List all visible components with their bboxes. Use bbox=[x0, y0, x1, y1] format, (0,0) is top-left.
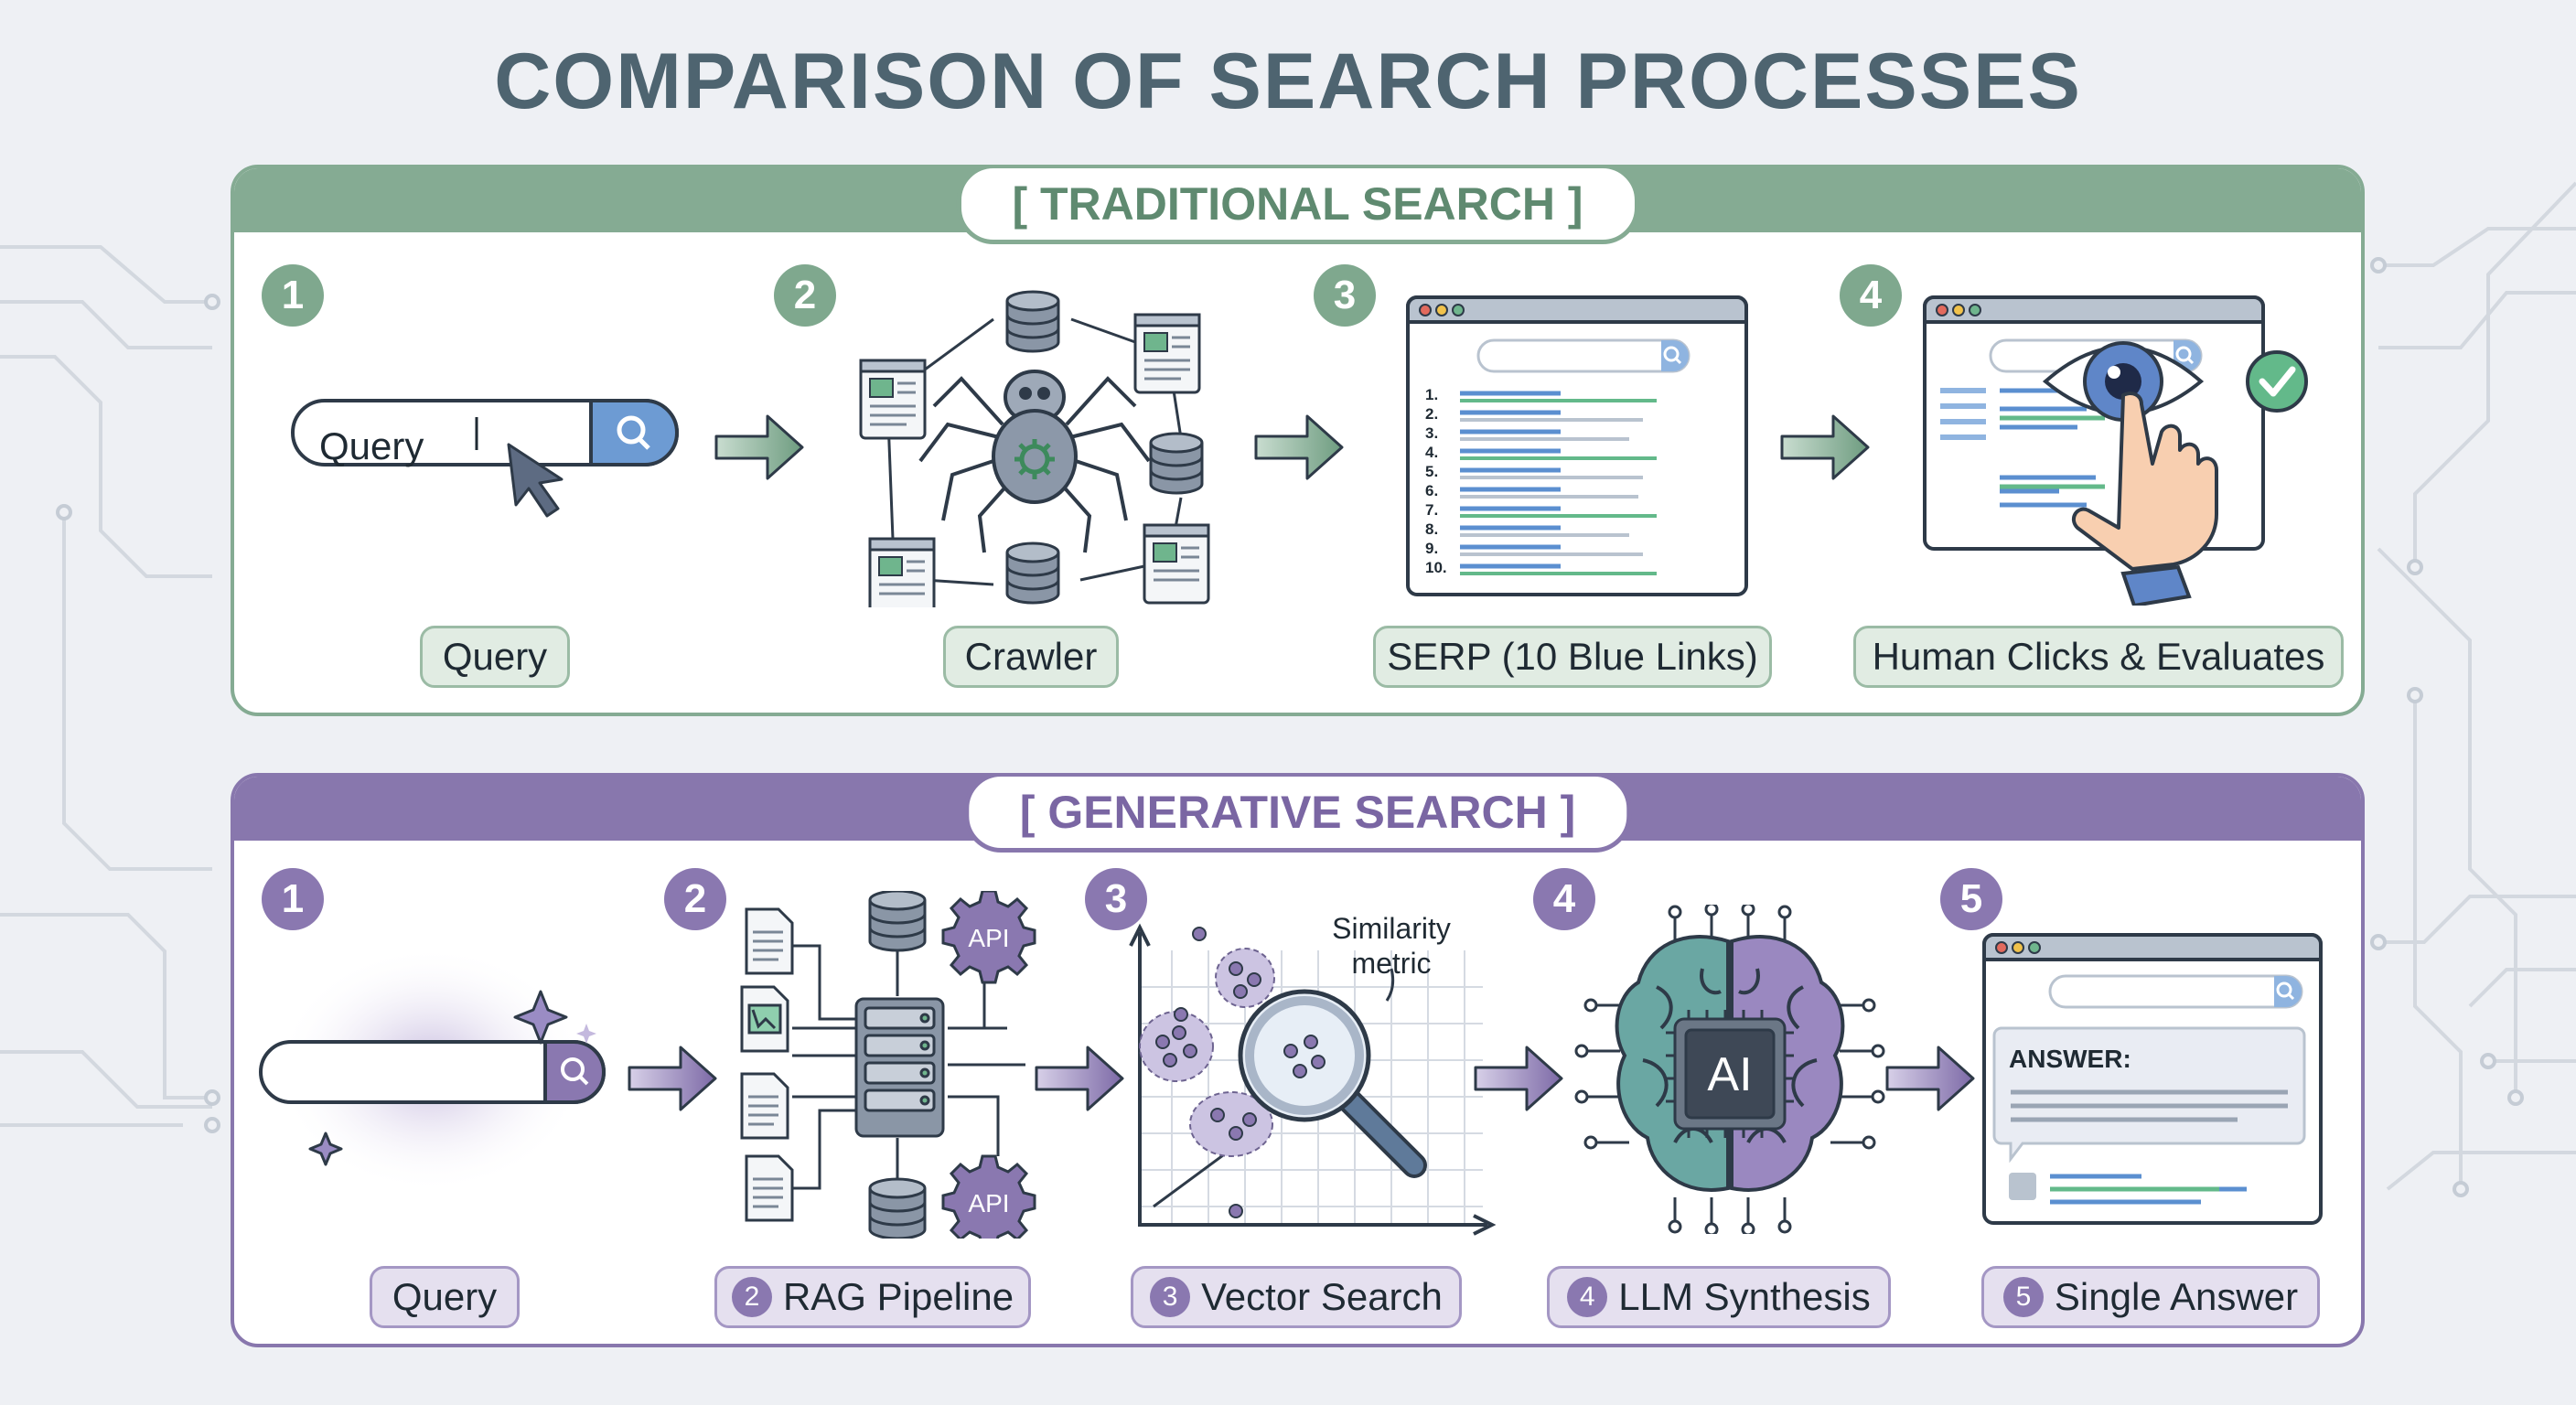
database-icon bbox=[868, 891, 927, 952]
document-icon bbox=[745, 907, 794, 975]
serp-rank-number: 8. bbox=[1425, 520, 1438, 538]
gen-step-1-number: 1 bbox=[262, 868, 324, 930]
page-title: COMPARISON OF SEARCH PROCESSES bbox=[494, 38, 2082, 125]
api-gear-icon bbox=[941, 1154, 1036, 1239]
magnifier-icon bbox=[1238, 989, 1427, 1178]
step-badge: 3 bbox=[1150, 1276, 1191, 1317]
gen-step-4-text: LLM Synthesis bbox=[1618, 1275, 1871, 1318]
step-1-label: Query bbox=[420, 626, 570, 688]
document-icon bbox=[1143, 523, 1210, 605]
metric-label: metric bbox=[1351, 947, 1431, 980]
step-4-label: Human Clicks & Evaluates bbox=[1853, 626, 2344, 688]
serp-rank-number: 1. bbox=[1425, 386, 1438, 403]
arrow-right-icon bbox=[1474, 1046, 1563, 1111]
document-icon bbox=[868, 537, 936, 607]
serp-rank-number: 4. bbox=[1425, 444, 1438, 461]
serp-rank-number: 3. bbox=[1425, 424, 1438, 442]
vector-search-illustration: Similarity metric bbox=[1129, 914, 1497, 1236]
step-badge: 2 bbox=[731, 1276, 772, 1317]
traditional-search-panel: 1 Query Query 2 bbox=[231, 165, 2365, 716]
arrow-right-icon bbox=[714, 414, 804, 480]
gen-step-4-number: 4 bbox=[1533, 868, 1595, 930]
cursor-icon bbox=[507, 443, 564, 518]
serp-rank-number: 7. bbox=[1425, 501, 1438, 519]
server-icon bbox=[854, 997, 945, 1138]
serp-rank-number: 5. bbox=[1425, 463, 1438, 480]
database-icon bbox=[1005, 290, 1060, 353]
chip-label: AI bbox=[1707, 1048, 1752, 1101]
arrow-right-icon bbox=[628, 1046, 717, 1111]
gen-step-2-text: RAG Pipeline bbox=[782, 1275, 1014, 1318]
gear-icon bbox=[1014, 439, 1055, 479]
database-icon bbox=[1149, 432, 1204, 495]
gen-step-3-number: 3 bbox=[1085, 868, 1147, 930]
query-search-bar bbox=[291, 399, 679, 518]
step-1-number: 1 bbox=[262, 264, 324, 327]
step-3-label: SERP (10 Blue Links) bbox=[1373, 626, 1772, 688]
step-badge: 5 bbox=[2002, 1276, 2044, 1317]
step-2-number: 2 bbox=[774, 264, 836, 327]
api-label: API bbox=[968, 1189, 1009, 1217]
document-icon bbox=[745, 1154, 794, 1222]
chip-icon bbox=[1666, 1010, 1794, 1138]
database-icon bbox=[1005, 542, 1060, 605]
generative-search-panel: 1 Query 2 bbox=[231, 773, 2365, 1347]
serp-rank-number: 2. bbox=[1425, 405, 1438, 423]
crawler-network-illustration bbox=[859, 290, 1210, 607]
llm-brain-illustration: AI bbox=[1574, 905, 1885, 1234]
step-3-number: 3 bbox=[1314, 264, 1376, 327]
gen-step-5-number: 5 bbox=[1940, 868, 2002, 930]
document-icon bbox=[859, 359, 927, 440]
serp-result-links: 1. 2.3. 4. 5. 6. 7.8. 9. 10. bbox=[1425, 386, 1657, 576]
step-2-label: Crawler bbox=[943, 626, 1119, 688]
step-4-number: 4 bbox=[1840, 264, 1902, 327]
gen-step-1-label: Query bbox=[370, 1266, 520, 1328]
query-input-text: Query bbox=[319, 424, 424, 467]
search-icon bbox=[561, 1057, 589, 1086]
gen-step-2-number: 2 bbox=[664, 868, 726, 930]
traditional-search-header: [ TRADITIONAL SEARCH ] bbox=[956, 168, 1639, 244]
database-icon bbox=[868, 1177, 927, 1239]
arrow-right-icon bbox=[1254, 414, 1344, 480]
document-icon bbox=[1133, 313, 1201, 394]
step-badge: 4 bbox=[1567, 1276, 1608, 1317]
single-answer-browser: ANSWER: bbox=[1982, 933, 2323, 1225]
api-label: API bbox=[968, 924, 1009, 952]
serp-browser-window bbox=[1406, 295, 1748, 596]
gen-query-search-bar bbox=[259, 946, 606, 1188]
spider-icon bbox=[918, 370, 1151, 553]
generative-search-header: [ GENERATIVE SEARCH ] bbox=[963, 777, 1632, 853]
document-icon bbox=[740, 985, 789, 1053]
search-icon bbox=[617, 415, 650, 450]
api-gear-icon bbox=[941, 891, 1036, 984]
serp-rank-number: 6. bbox=[1425, 482, 1438, 499]
answer-label: ANSWER: bbox=[2009, 1045, 2131, 1073]
serp-rank-number: 10. bbox=[1425, 559, 1447, 576]
gen-step-5-text: Single Answer bbox=[2054, 1275, 2299, 1318]
sparkle-icon bbox=[308, 990, 596, 1166]
gen-step-3-text: Vector Search bbox=[1201, 1275, 1443, 1318]
hand-pointer-icon bbox=[2071, 391, 2218, 606]
checkmark-icon bbox=[2246, 350, 2308, 413]
serp-rank-number: 9. bbox=[1425, 540, 1438, 557]
arrow-right-icon bbox=[1780, 414, 1870, 480]
rag-pipeline-illustration: API API bbox=[740, 891, 1036, 1239]
similarity-label: Similarity bbox=[1332, 914, 1451, 945]
arrow-right-icon bbox=[1035, 1046, 1124, 1111]
arrow-right-icon bbox=[1885, 1046, 1975, 1111]
document-icon bbox=[740, 1072, 789, 1140]
human-evaluation-illustration bbox=[1923, 295, 2308, 606]
